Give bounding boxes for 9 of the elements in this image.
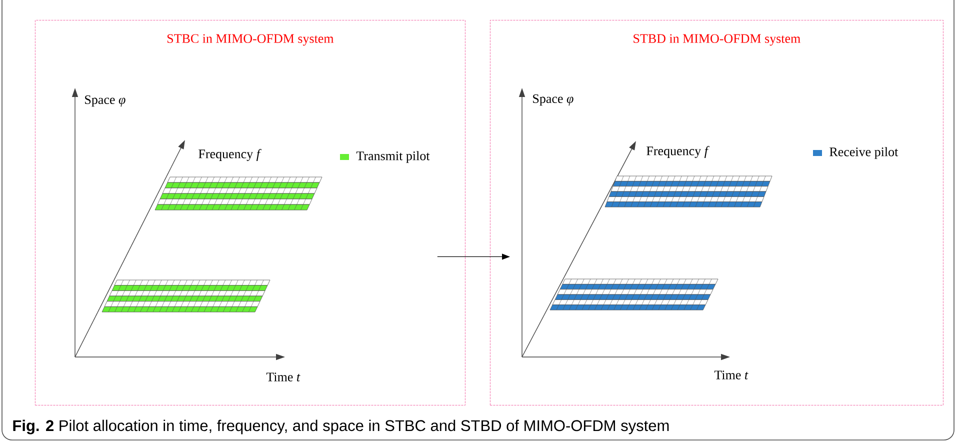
- caption: Fig. 2 Pilot allocation in time, frequency, and space in STBC and STBD of MIMO-OFDM system: [13, 420, 669, 434]
- axis-label: Space φ: [533, 94, 574, 106]
- axis-label: Frequency f: [646, 146, 710, 158]
- legend-label: Receive pilot: [830, 147, 898, 159]
- axis-label: Time t: [266, 372, 300, 382]
- axis-label: Space φ: [85, 95, 126, 107]
- axis-label: Frequency f: [198, 149, 262, 161]
- axis-label: Time t: [714, 370, 748, 380]
- legend-label: Transmit pilot: [356, 151, 430, 163]
